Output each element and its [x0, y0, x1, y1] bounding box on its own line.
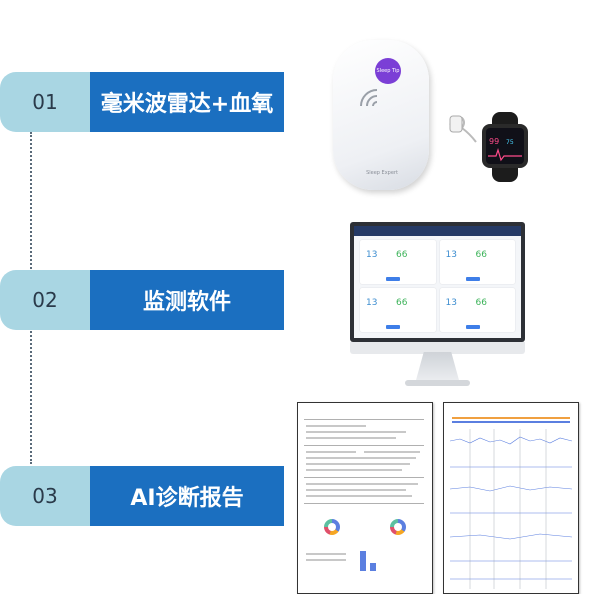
- ai-report-page-waveforms: [443, 402, 579, 594]
- oximeter-watch-image: 99 75: [449, 112, 528, 182]
- card-value-2: 66: [396, 250, 408, 260]
- radar-logo: Sleep Tip: [375, 58, 401, 84]
- watch-hr: 75: [506, 139, 514, 146]
- card-value-2: 66: [396, 298, 408, 308]
- monitor-stand: [415, 352, 460, 382]
- card-value-2: 66: [475, 298, 487, 308]
- watch-spo2: 99: [489, 137, 499, 146]
- step-3: 03 AI诊断报告: [0, 466, 284, 526]
- step-1: 01 毫米波雷达+血氧: [0, 72, 284, 132]
- patient-card: 13 66: [360, 240, 436, 284]
- step-2: 02 监测软件: [0, 270, 284, 330]
- radar-brand: Sleep Expert: [366, 170, 398, 176]
- monitor-base: [405, 380, 470, 386]
- wave-icon: [360, 89, 378, 107]
- step-label: 监测软件: [90, 270, 284, 330]
- donut-chart-icon: [390, 519, 406, 535]
- donut-chart-icon: [324, 519, 340, 535]
- card-value-1: 13: [445, 250, 457, 260]
- monitor-screen: 13 66 13 66 13 66 13: [350, 222, 525, 342]
- patient-card: 13 66: [439, 240, 515, 284]
- monitoring-software-monitor: 13 66 13 66 13 66 13: [350, 222, 525, 392]
- card-value-1: 13: [366, 250, 378, 260]
- monitor-chin: [350, 342, 525, 354]
- card-value-1: 13: [445, 298, 457, 308]
- step-number: 02: [0, 270, 90, 330]
- step-label: 毫米波雷达+血氧: [90, 72, 284, 132]
- ai-report-page-summary: [297, 402, 433, 594]
- step-label: AI诊断报告: [90, 466, 284, 526]
- patient-card: 13 66: [439, 288, 515, 332]
- step-number: 01: [0, 72, 90, 132]
- card-value-2: 66: [475, 250, 487, 260]
- card-value-1: 13: [366, 298, 378, 308]
- mmwave-radar-device-image: Sleep Tip Sleep Expert: [333, 40, 429, 190]
- patient-card: 13 66: [360, 288, 436, 332]
- step-number: 03: [0, 466, 90, 526]
- software-topbar: [354, 226, 521, 236]
- waveform-chart: [450, 429, 572, 589]
